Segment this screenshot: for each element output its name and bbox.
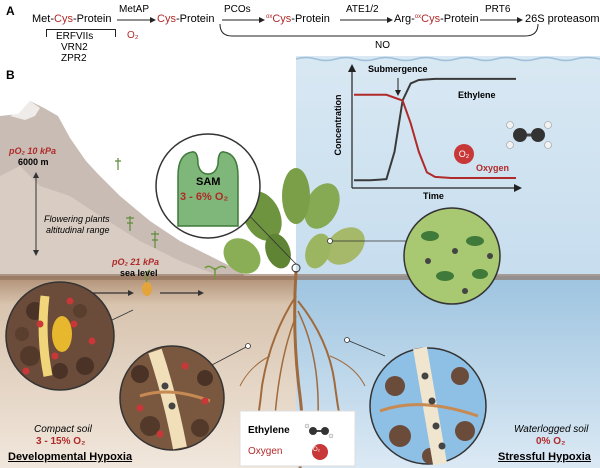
series-line-ethylene [354, 77, 516, 182]
substrate-bracket-line [46, 29, 116, 30]
ethylene-molecule-large-icon [506, 121, 552, 149]
protein-text: -Protein [72, 13, 112, 25]
mountain-snow [10, 101, 40, 120]
waterlogged-soil-label: Waterlogged soil [514, 424, 589, 435]
shrub-3 [115, 158, 121, 170]
sea-level-label: sea level [120, 268, 158, 278]
substrate-bracket-right [115, 29, 116, 37]
compact-soil-label: Compact soil [34, 424, 92, 435]
sam-o2-range: 3 - 6% O₂ [180, 191, 229, 203]
zpr2-label: ZPR2 [61, 53, 87, 64]
waterlogged-o2-label: 0% O₂ [536, 436, 566, 447]
protein-text-2: -Protein [175, 13, 215, 25]
seedling-seed-icon [142, 282, 152, 296]
cys-text-3: Cys [272, 13, 292, 25]
legend-oxygen-label: Oxygen [248, 446, 283, 457]
o2-label: O₂ [127, 30, 139, 41]
prt6-label: PRT6 [485, 4, 511, 15]
ox-superscript: ox [266, 14, 273, 20]
chart-ylabel: Concentration [333, 94, 343, 156]
cys-text: Cys [54, 13, 73, 25]
met-text: Met- [32, 13, 54, 25]
erfviis-label: ERFVIIs [56, 31, 94, 42]
ox-superscript-2: ox [414, 14, 422, 20]
no-label: NO [375, 40, 390, 51]
soil-surface-line [0, 274, 600, 280]
protein-text-3: -Protein [291, 13, 330, 25]
shrub-1 [126, 216, 134, 231]
cys-text-4: Cys [421, 13, 441, 25]
legend-o2-badge-text: O₂ [313, 447, 320, 453]
altitude-label: 6000 m [18, 157, 49, 167]
panel-b-scene [0, 56, 600, 468]
po2-high-label: pO₂ 10 kPa [9, 146, 56, 156]
mountain-slope [0, 166, 240, 281]
ate-label: ATE1/2 [346, 4, 379, 15]
flowering-label-2: altitudinal range [46, 225, 110, 235]
chart-xlabel: Time [423, 191, 444, 201]
seedling-icon [204, 265, 227, 279]
arg-oxcys-protein: Arg-oxCys-Protein [394, 13, 479, 25]
sam-tissue [177, 151, 239, 227]
cys-protein-2: Cys-Protein [157, 13, 214, 25]
substrate-bracket-left [46, 29, 47, 37]
oxygen-legend-icon [312, 444, 328, 460]
proteasome-label: 26S proteasome [525, 13, 600, 25]
concentration-chart-svg [348, 64, 522, 192]
waterlogged-soil-magnifier [369, 346, 487, 466]
panel-a-label: A [6, 4, 15, 18]
protein-text-4: -Protein [440, 13, 479, 25]
concentration-chart: Submergence Ethylene Oxygen Time Concent… [328, 60, 550, 201]
vrn2-label: VRN2 [61, 42, 88, 53]
metap-label: MetAP [119, 4, 150, 15]
series-label-ethylene: Ethylene [458, 90, 496, 100]
panel-a-arrows [117, 17, 539, 37]
arg-text: Arg- [394, 13, 415, 25]
po2-sea-label: pO₂ 21 kPa [112, 257, 159, 267]
no-bracket [219, 23, 539, 37]
pcos-label: PCOs [224, 4, 251, 15]
chart-o2-badge: O₂ [454, 144, 474, 164]
stressful-hypoxia-title: Stressful Hypoxia [498, 451, 591, 463]
legend-box [239, 410, 356, 467]
compact-soil-magnifier-1 [5, 281, 115, 391]
compact-o2-label: 3 - 15% O₂ [36, 436, 86, 447]
met-cys-protein: Met-Cys-Protein [32, 13, 111, 25]
ethylene-molecule-icon [304, 423, 334, 439]
flowering-label-1: Flowering plants [44, 214, 110, 224]
series-line-oxygen [354, 93, 516, 180]
developmental-hypoxia-title: Developmental Hypoxia [8, 451, 133, 463]
legend-ethylene-label: Ethylene [248, 425, 290, 436]
cys-text-2: Cys [157, 13, 176, 25]
series-label-oxygen: Oxygen [476, 163, 510, 173]
panel-b-label: B [6, 68, 15, 82]
sam-title: SAM [196, 176, 221, 188]
water-surface [295, 56, 600, 62]
compact-soil-magnifier-2 [119, 345, 225, 451]
plant-rosette [223, 168, 365, 274]
chart-annotation: Submergence [368, 64, 428, 74]
oxcys-protein: oxCys-Protein [266, 13, 330, 25]
leaf-section-magnifier [403, 207, 501, 305]
shrub-2 [151, 231, 159, 248]
